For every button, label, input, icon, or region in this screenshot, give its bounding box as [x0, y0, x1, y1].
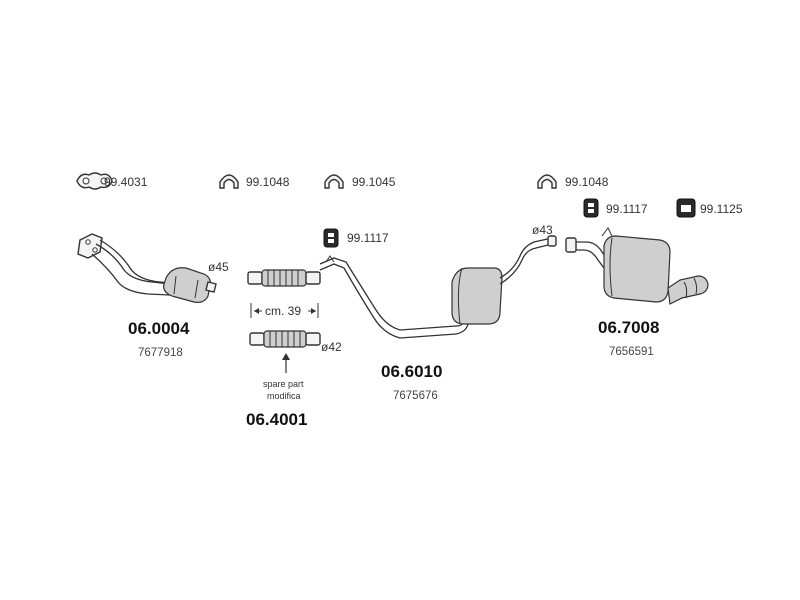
clamp-icon: [219, 174, 239, 189]
spare-part-note: spare part: [263, 379, 304, 389]
hardware-label-99-4031: 99.4031: [104, 175, 148, 189]
rubber-hanger-icon: [676, 198, 696, 218]
part-number-front: 06.0004: [128, 319, 190, 338]
arrow-up-icon: [282, 353, 290, 373]
clamp-icon: [324, 174, 344, 189]
diameter-label-flex: ø42: [321, 340, 342, 354]
middle-pipe-silencer: [319, 235, 557, 339]
rubber-hanger-icon: [323, 228, 339, 248]
flex-pipe-upper: [247, 269, 321, 287]
rear-silencer: [565, 227, 709, 305]
hardware-label-99-1117-a: 99.1117: [347, 231, 389, 245]
rubber-hanger-icon: [583, 198, 599, 218]
gasket-icon: [76, 172, 113, 190]
hardware-label-99-1125: 99.1125: [700, 202, 743, 216]
oem-number-front: 7677918: [138, 347, 183, 359]
part-number-rear: 06.7008: [598, 318, 659, 337]
front-pipe-catalytic-converter: [77, 233, 217, 303]
flex-pipe-spare: [249, 330, 321, 348]
clamp-icon: [537, 174, 557, 189]
hardware-label-99-1048-a: 99.1048: [246, 175, 290, 189]
oem-number-rear: 7656591: [609, 346, 654, 358]
part-number-flex-pipe: 06.4001: [246, 410, 307, 429]
modifica-note: modifica: [267, 391, 301, 401]
length-dimension: [250, 303, 319, 318]
part-number-middle: 06.6010: [381, 362, 442, 381]
hardware-label-99-1045: 99.1045: [352, 175, 396, 189]
hardware-label-99-1117-b: 99.1117: [606, 202, 648, 216]
diameter-label-middle: ø43: [532, 223, 553, 237]
diameter-label-front: ø45: [208, 260, 229, 274]
oem-number-middle: 7675676: [393, 390, 438, 402]
hardware-label-99-1048-b: 99.1048: [565, 175, 609, 189]
length-label: cm. 39: [265, 304, 301, 318]
